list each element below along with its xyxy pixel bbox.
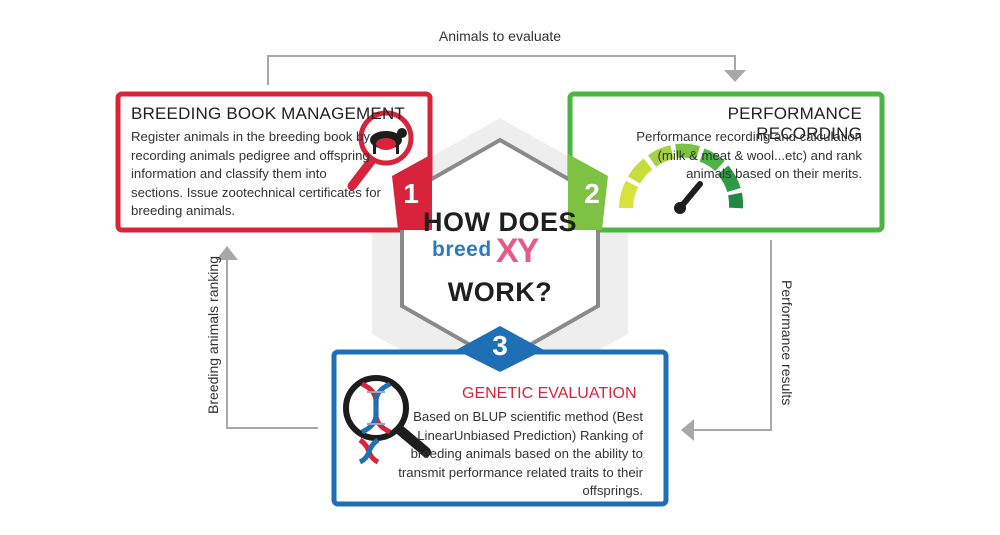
- flow-label-top: Animals to evaluate: [438, 28, 562, 44]
- arrowhead-left-icon: [681, 419, 694, 441]
- center-heading-line1: HOW DOES: [422, 207, 577, 237]
- step-number-1: 1: [403, 178, 419, 209]
- flow-arrow-right: [692, 240, 772, 431]
- flow-arrow-left: [226, 258, 318, 429]
- magnifier-dna-icon: [343, 375, 431, 465]
- brand-word: breed: [432, 238, 492, 261]
- breeding-book-body: Register animals in the breeding book by…: [131, 129, 381, 218]
- breeding-book-title: BREEDING BOOK MANAGEMENT: [131, 104, 406, 123]
- gauge-icon: [619, 143, 744, 209]
- flow-arrow-top: [267, 55, 736, 85]
- magnifier-cattle-icon: [347, 110, 414, 191]
- number-tab-1: [392, 154, 432, 230]
- brand-letters: XY: [496, 232, 539, 270]
- flow-label-right: Performance results: [779, 280, 795, 406]
- genetic-title: GENETIC EVALUATION: [462, 385, 637, 402]
- step-number-2: 2: [584, 178, 600, 209]
- step-number-3: 3: [492, 330, 508, 361]
- performance-title: PERFORMANCE RECORDING: [727, 104, 862, 143]
- gauge-needle: [674, 181, 703, 214]
- flow-label-left: Breeding animals ranking: [205, 256, 221, 414]
- number-tab-3: [456, 326, 544, 372]
- genetic-body: Based on BLUP scientific method (Best Li…: [398, 409, 643, 498]
- arrowhead-down-icon: [724, 70, 746, 82]
- arrowhead-up-icon: [216, 246, 238, 260]
- number-tab-2: [568, 154, 608, 230]
- performance-body: Performance recording and calculation (m…: [636, 129, 862, 181]
- center-heading-line2: WORK?: [447, 277, 553, 307]
